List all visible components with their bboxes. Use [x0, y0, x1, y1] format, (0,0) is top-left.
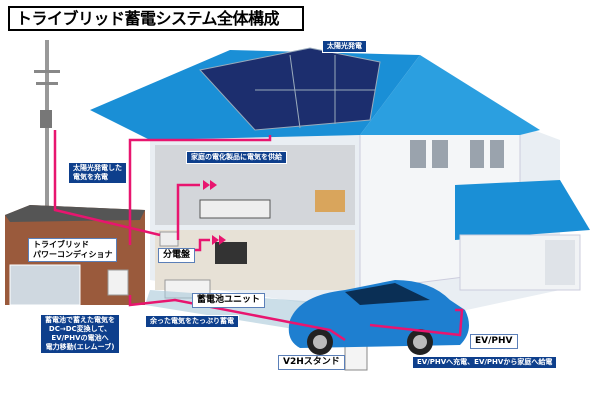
label-power-conditioner: トライブリッド パワーコンディショナ	[28, 238, 118, 262]
label-v2h: V2Hスタンド	[278, 355, 345, 370]
page-title: トライブリッド蓄電システム全体構成	[8, 6, 304, 31]
label-supply: 家庭の電化製品に電気を供給	[186, 151, 287, 164]
label-ev-charge: EV/PHVへ充電、EV/PHVから家庭へ給電	[412, 356, 558, 369]
label-distribution-board: 分電盤	[158, 248, 196, 263]
label-line: 太陽光発電した	[73, 164, 122, 172]
power-conditioner	[107, 269, 129, 296]
label-solar: 太陽光発電	[322, 40, 367, 53]
arrow-icons	[203, 180, 226, 245]
label-ev: EV/PHV	[470, 334, 518, 349]
label-line: パワーコンディショナ	[33, 250, 113, 259]
label-line: EV/PHVの電池へ	[51, 334, 109, 342]
tv	[215, 242, 247, 264]
roof-right	[360, 55, 540, 135]
utility-pole	[34, 40, 60, 220]
label-line: 電気を充電	[73, 173, 108, 181]
distribution-board	[159, 231, 179, 247]
label-line: トライブリッド	[33, 240, 89, 249]
label-line: 蓄電池で蓄えた電気を	[45, 316, 115, 324]
garage-roof	[455, 180, 590, 240]
label-solar-charge: 太陽光発電した 電気を充電	[68, 162, 127, 184]
label-elemove: 蓄電池で蓄えた電気を DC→DC変換して、 EV/PHVの電池へ 電力移動(エレ…	[40, 314, 120, 354]
label-line: 電力移動(エレムーブ)	[45, 343, 115, 351]
label-line: DC→DC変換して、	[48, 325, 112, 333]
desk	[315, 190, 345, 212]
label-battery-unit: 蓄電池ユニット	[192, 293, 266, 308]
label-surplus: 余った電気をたっぷり蓄電	[145, 315, 239, 328]
bed	[199, 199, 271, 219]
